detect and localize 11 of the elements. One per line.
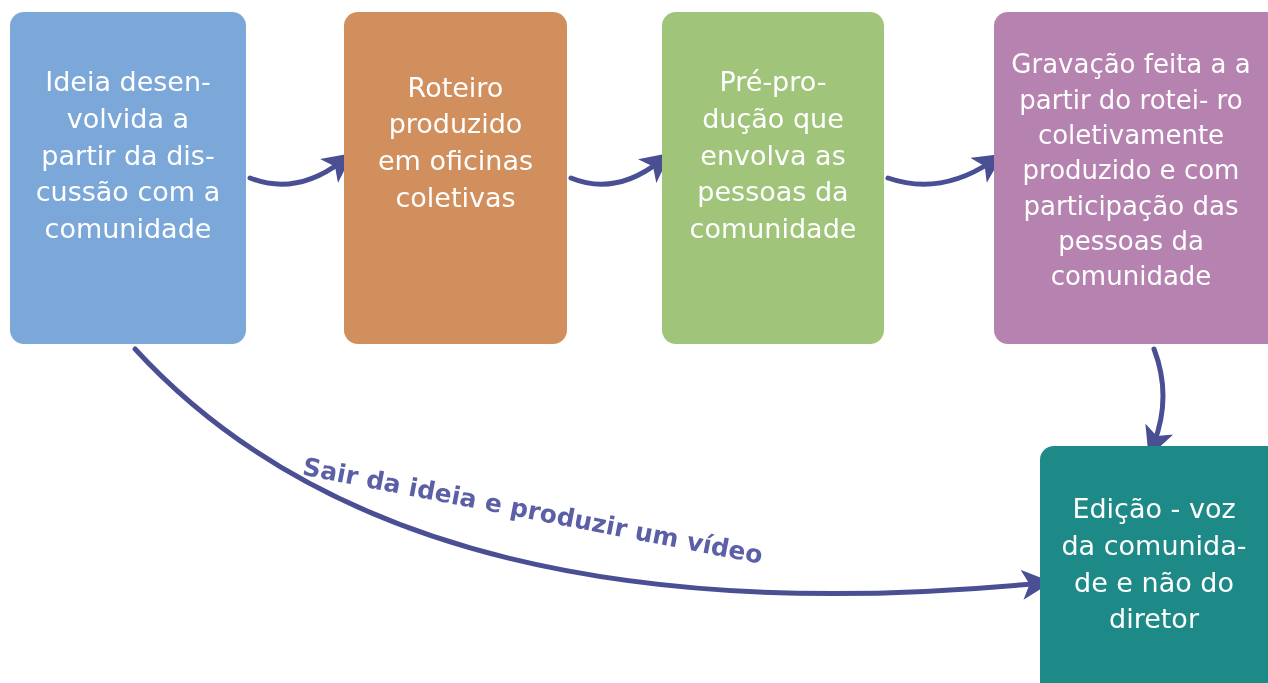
process-box — [10, 12, 246, 344]
process-box — [994, 12, 1268, 344]
edge-label: Sair da ideia e produzir um vídeo — [300, 452, 766, 570]
process-box — [1040, 446, 1268, 683]
step-text: Ideia desen- volvida a partir da dis- cussão com a comunidade — [34, 65, 222, 247]
step-text: Gravação feita a a partir do rotei- ro coletivamente produzido e com participação das pessoas da comunidade — [1010, 48, 1252, 294]
process-box — [344, 12, 567, 344]
step-text: Pré-pro- dução que envolva as pessoas da comunidade — [688, 65, 858, 247]
process-box — [662, 12, 884, 344]
step-text: Edição - voz da comunida- de e não do diretor — [1060, 492, 1248, 637]
step-text: Roteiro produzido em oficinas coletivas — [376, 70, 535, 215]
